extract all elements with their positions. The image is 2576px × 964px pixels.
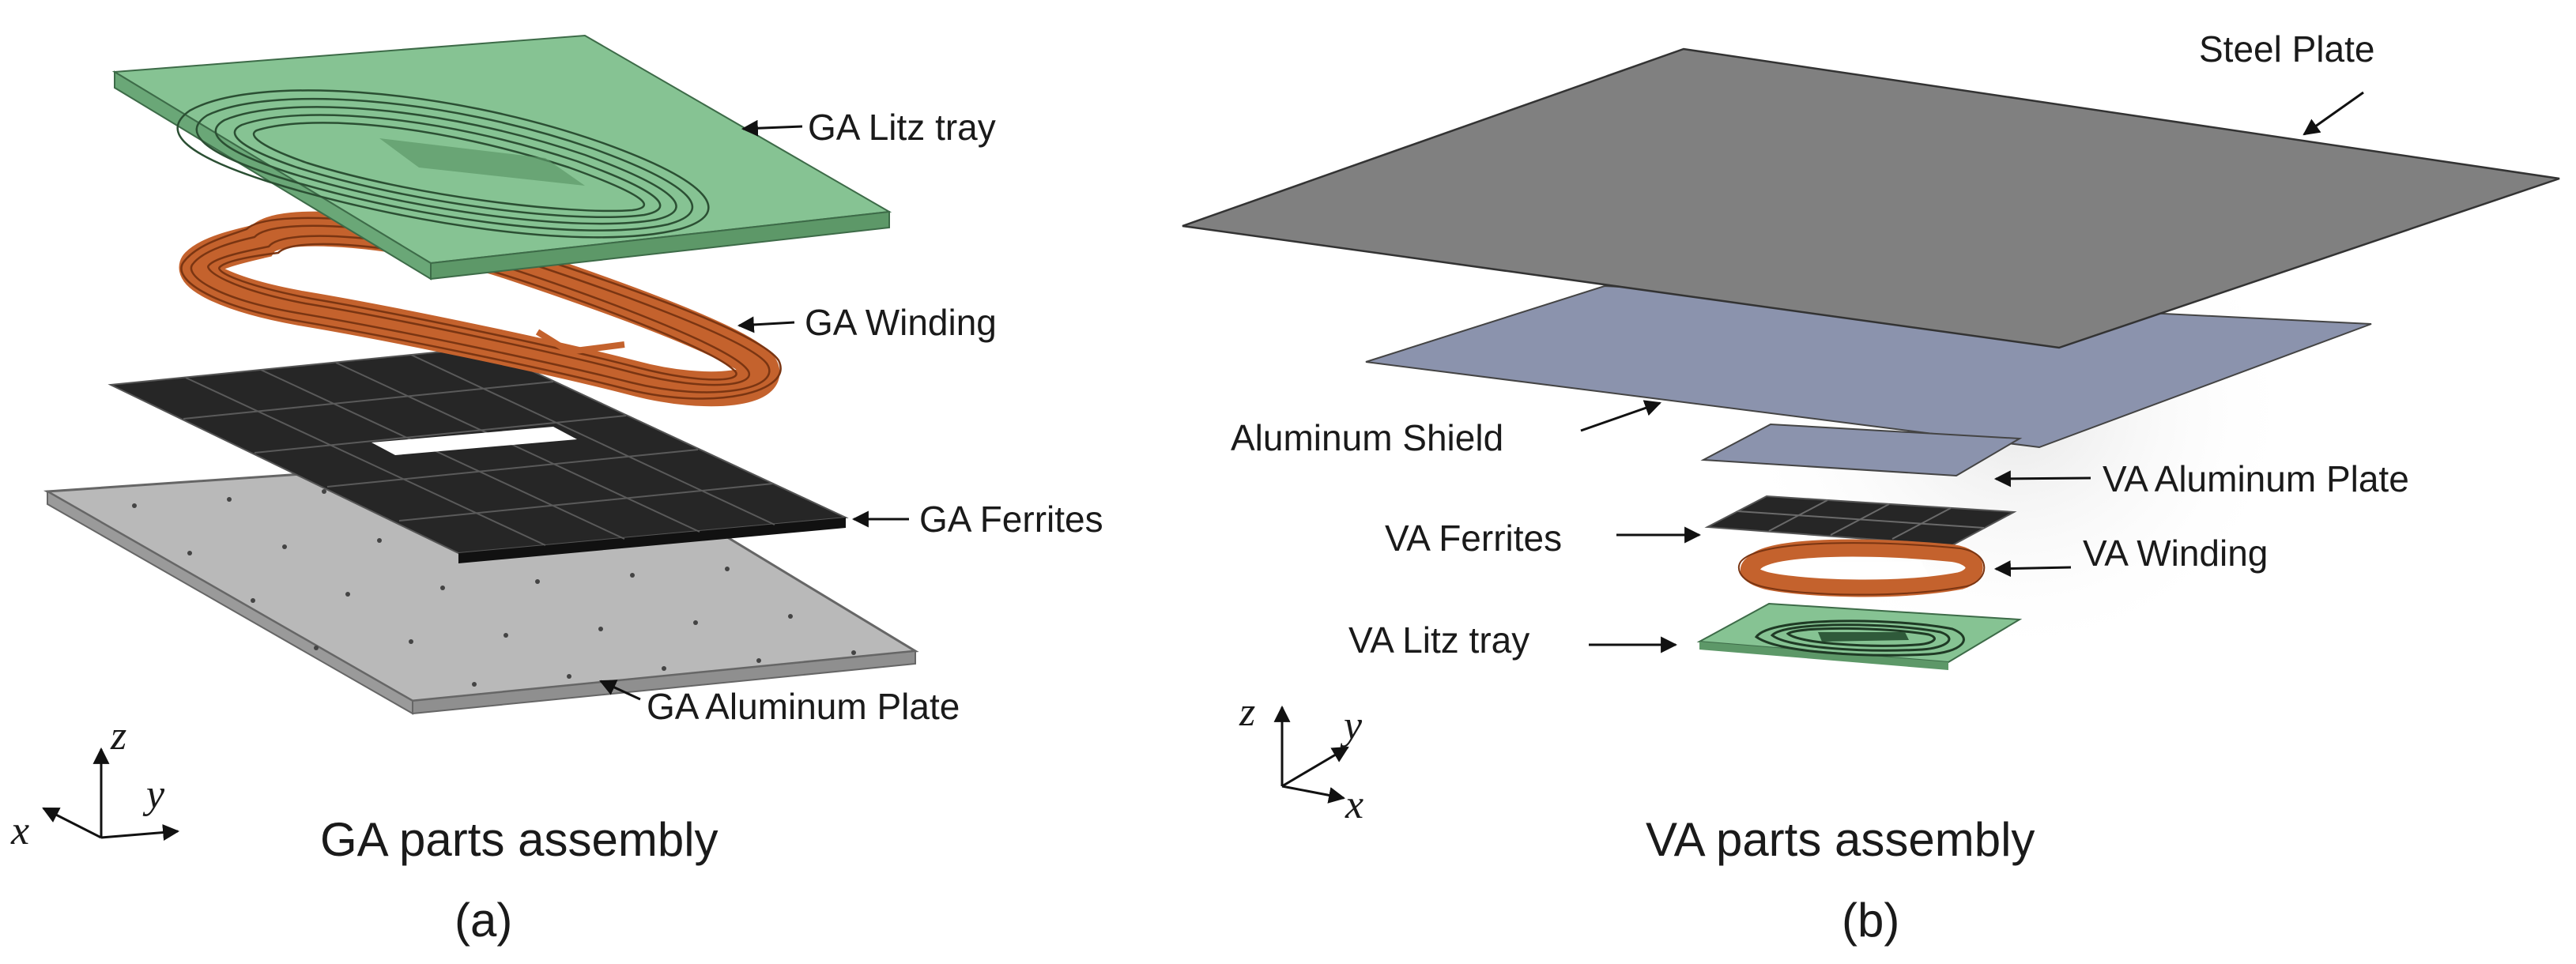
panel-b: Steel Plate Aluminum Shield VA Aluminum … (1182, 28, 2560, 947)
ga-aluminum-plate-arrow (599, 680, 641, 701)
steel-plate-label: Steel Plate (2199, 28, 2374, 70)
ga-litz-tray-arrow (741, 119, 803, 137)
va-winding-label: VA Winding (2083, 533, 2268, 574)
panel-label-b: (b) (1842, 894, 1899, 947)
va-aluminum-plate-label: VA Aluminum Plate (2103, 458, 2409, 499)
axis-triad-a: z y x (10, 714, 180, 853)
ga-aluminum-plate (43, 453, 919, 715)
axis-y-label-a: y (142, 772, 165, 817)
axis-x-label-b: x (1345, 782, 1363, 827)
axis-x-label-a: x (10, 808, 29, 853)
panel-label-a: (a) (454, 894, 512, 947)
va-aluminum-plate-arrow (1993, 470, 2091, 488)
steel-plate-arrow (2303, 91, 2364, 136)
ga-winding-label: GA Winding (805, 302, 997, 343)
steel-plate (1182, 47, 2560, 349)
caption-b: VA parts assembly (1646, 813, 2035, 866)
axis-y-label-b: y (1340, 703, 1363, 748)
va-aluminum-plate (1700, 423, 2023, 477)
ga-ferrites (107, 346, 849, 563)
va-winding-arrow (1993, 560, 2072, 578)
ga-aluminum-plate-label: GA Aluminum Plate (647, 686, 960, 727)
ga-litz-tray (111, 34, 892, 281)
axis-z-label-a: z (110, 714, 126, 759)
va-litz-tray (1696, 602, 2023, 670)
axis-triad-b: z y x (1239, 690, 1363, 827)
va-winding (1737, 539, 1986, 597)
aluminum-shield-arrow (1580, 400, 1661, 432)
axis-z-label-b: z (1239, 690, 1255, 735)
ga-ferrites-label: GA Ferrites (919, 499, 1103, 540)
ga-winding-arrow (737, 316, 795, 333)
ga-litz-tray-label: GA Litz tray (808, 107, 996, 148)
va-litz-tray-label: VA Litz tray (1348, 619, 1529, 661)
panel-a: GA Litz tray GA Winding GA Ferrites GA A… (10, 34, 1103, 947)
va-ferrites (1704, 495, 2017, 547)
caption-a: GA parts assembly (320, 813, 718, 866)
va-ferrites-label: VA Ferrites (1385, 518, 1562, 559)
aluminum-shield-label: Aluminum Shield (1231, 417, 1503, 458)
